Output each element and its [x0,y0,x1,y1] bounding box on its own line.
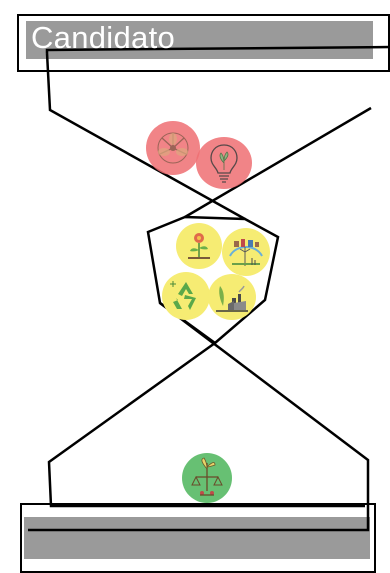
scale-plant-icon [182,453,232,503]
lightbulb-icon [196,137,252,189]
diagram-canvas: Candidato [17,14,390,573]
city-wind-icon [222,228,270,276]
bottom-bar [24,517,370,559]
title-label: Candidato [31,20,176,55]
factory-icon [208,274,256,320]
flower-icon [176,223,222,269]
diagram-lines [28,45,390,532]
recycle-icon [162,272,210,320]
top-funnel-right [184,106,372,219]
hexagon-outline [146,215,280,345]
top-funnel-left [45,52,246,221]
title-connector-line [45,45,390,53]
title-box [17,14,390,72]
bottom-funnel-right [28,302,370,532]
bottom-box [20,503,376,573]
bottom-funnel-left [47,341,365,508]
title-bar [26,21,373,59]
fan-icon [146,121,200,175]
